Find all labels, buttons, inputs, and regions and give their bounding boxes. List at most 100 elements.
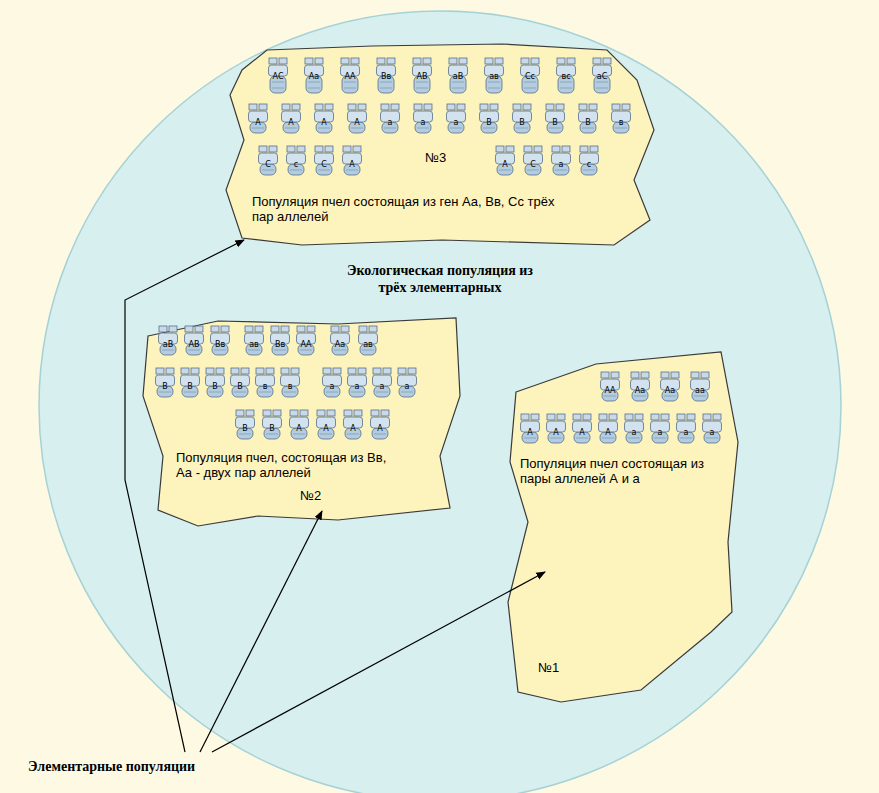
bee-genotype: А bbox=[579, 427, 584, 438]
bee-figure: ав bbox=[358, 326, 378, 356]
elementary-population: Популяция пчел состоящая из пары аллелей… bbox=[506, 352, 740, 702]
bee-figure: а bbox=[446, 104, 466, 134]
bee-genotype: АА bbox=[605, 385, 616, 396]
bee-genotype: А bbox=[349, 159, 354, 170]
bee-genotype: АВ bbox=[417, 71, 428, 82]
bee-figure: А bbox=[370, 410, 390, 440]
bee-figure: аС bbox=[592, 58, 612, 94]
heading-text: Экологическая популяция из трёх элемента… bbox=[342, 262, 538, 296]
bee-genotype: А bbox=[377, 423, 382, 434]
bee-figure: с bbox=[579, 146, 599, 176]
bee-genotype: вс bbox=[561, 71, 570, 82]
bee-figure: АВ bbox=[412, 58, 432, 94]
bee-genotype: А bbox=[321, 117, 326, 128]
bee-figure: А bbox=[316, 410, 336, 440]
elementary-population: №3Популяция пчел состоящая из ген Аа, Вв… bbox=[222, 40, 658, 246]
bee-figure: А bbox=[546, 414, 566, 444]
bee-figure: а bbox=[624, 414, 644, 444]
bee-genotype: С bbox=[321, 159, 327, 170]
bee-genotype: в bbox=[263, 381, 268, 392]
bee-figure: АА bbox=[340, 58, 360, 94]
bee-figure: В bbox=[545, 104, 565, 134]
bee-figure: аВ bbox=[158, 326, 178, 356]
bee-genotype: В bbox=[187, 381, 193, 392]
bee-genotype: а bbox=[388, 117, 393, 128]
bee-genotype: а bbox=[405, 381, 410, 392]
bee-figure: а bbox=[650, 414, 670, 444]
bee-genotype: а bbox=[454, 117, 459, 128]
bee-genotype: А bbox=[502, 159, 507, 170]
bee-figure: А bbox=[520, 414, 540, 444]
bee-genotype: Аа bbox=[335, 339, 345, 350]
leader-arrow bbox=[200, 511, 322, 752]
bee-figure: А bbox=[343, 410, 363, 440]
bee-figure: В bbox=[205, 368, 225, 398]
bee-genotype: Вв bbox=[381, 71, 391, 82]
bee-genotype: а bbox=[559, 159, 564, 170]
population-number: №2 bbox=[300, 488, 340, 503]
leader-label: Элементарные популяции bbox=[28, 758, 195, 775]
elementary-population: Популяция пчел, состоящая из Вв, Аа - дв… bbox=[138, 316, 464, 528]
bee-genotype: аВ bbox=[163, 339, 173, 350]
bee-genotype: В bbox=[552, 117, 558, 128]
bee-genotype: В bbox=[269, 423, 275, 434]
bee-genotype: В bbox=[486, 117, 492, 128]
bee-genotype: с bbox=[294, 159, 298, 170]
bee-genotype: А bbox=[255, 117, 260, 128]
bee-figure: В bbox=[180, 368, 200, 398]
bee-genotype: Вв bbox=[275, 339, 285, 350]
bee-figure: а bbox=[397, 368, 417, 398]
bee-genotype: А bbox=[288, 117, 293, 128]
bee-figure: В bbox=[479, 104, 499, 134]
bee-figure: В bbox=[512, 104, 532, 134]
bee-figure: а bbox=[372, 368, 392, 398]
population-caption: Популяция пчел состоящая из пары аллелей… bbox=[520, 456, 710, 486]
bee-figure: а bbox=[322, 368, 342, 398]
bee-figure: А bbox=[289, 410, 309, 440]
population-caption: Популяция пчел состоящая из ген Аа, Вв, … bbox=[252, 194, 568, 224]
bee-genotype: а bbox=[684, 427, 689, 438]
bee-genotype: В bbox=[212, 381, 218, 392]
bee-figure: А bbox=[314, 104, 334, 134]
bee-figure: В bbox=[578, 104, 598, 134]
bee-figure: Вв bbox=[270, 326, 290, 356]
population-number: №3 bbox=[425, 150, 475, 165]
bee-figure: А bbox=[248, 104, 268, 134]
bee-figure: аВ bbox=[448, 58, 468, 94]
bee-genotype: в bbox=[288, 381, 293, 392]
bee-genotype: А bbox=[553, 427, 558, 438]
bee-figure: ав bbox=[244, 326, 264, 356]
bee-figure: Аа bbox=[304, 58, 324, 94]
bee-figure: В bbox=[155, 368, 175, 398]
bee-figure: с bbox=[286, 146, 306, 176]
bee-figure: АА bbox=[296, 326, 316, 356]
bee-figure: а bbox=[413, 104, 433, 134]
bee-genotype: В bbox=[519, 117, 525, 128]
bee-genotype: а bbox=[330, 381, 335, 392]
bee-genotype: С bbox=[530, 159, 536, 170]
bee-genotype: аВ bbox=[453, 71, 463, 82]
bee-figure: а bbox=[380, 104, 400, 134]
bee-figure: вс bbox=[556, 58, 576, 94]
bee-genotype: АВ bbox=[189, 339, 200, 350]
bee-figure: в bbox=[280, 368, 300, 398]
bee-figure: Сс bbox=[520, 58, 540, 94]
bee-figure: аа bbox=[690, 372, 710, 402]
circle-outline bbox=[38, 10, 842, 793]
bee-figure: В bbox=[235, 410, 255, 440]
bee-genotype: АС bbox=[272, 71, 283, 82]
bee-figure: В bbox=[230, 368, 250, 398]
bee-genotype: ав bbox=[249, 339, 259, 350]
bee-genotype: аа bbox=[695, 385, 705, 396]
bee-genotype: А bbox=[323, 423, 328, 434]
bee-figure: В bbox=[262, 410, 282, 440]
bee-genotype: с bbox=[587, 159, 591, 170]
bee-genotype: а bbox=[632, 427, 637, 438]
bee-genotype: а bbox=[355, 381, 360, 392]
bee-genotype: АА bbox=[301, 339, 312, 350]
bee-figure: Аа bbox=[660, 372, 680, 402]
bee-genotype: А bbox=[350, 423, 355, 434]
bee-figure: А bbox=[342, 146, 362, 176]
bee-figure: А bbox=[281, 104, 301, 134]
